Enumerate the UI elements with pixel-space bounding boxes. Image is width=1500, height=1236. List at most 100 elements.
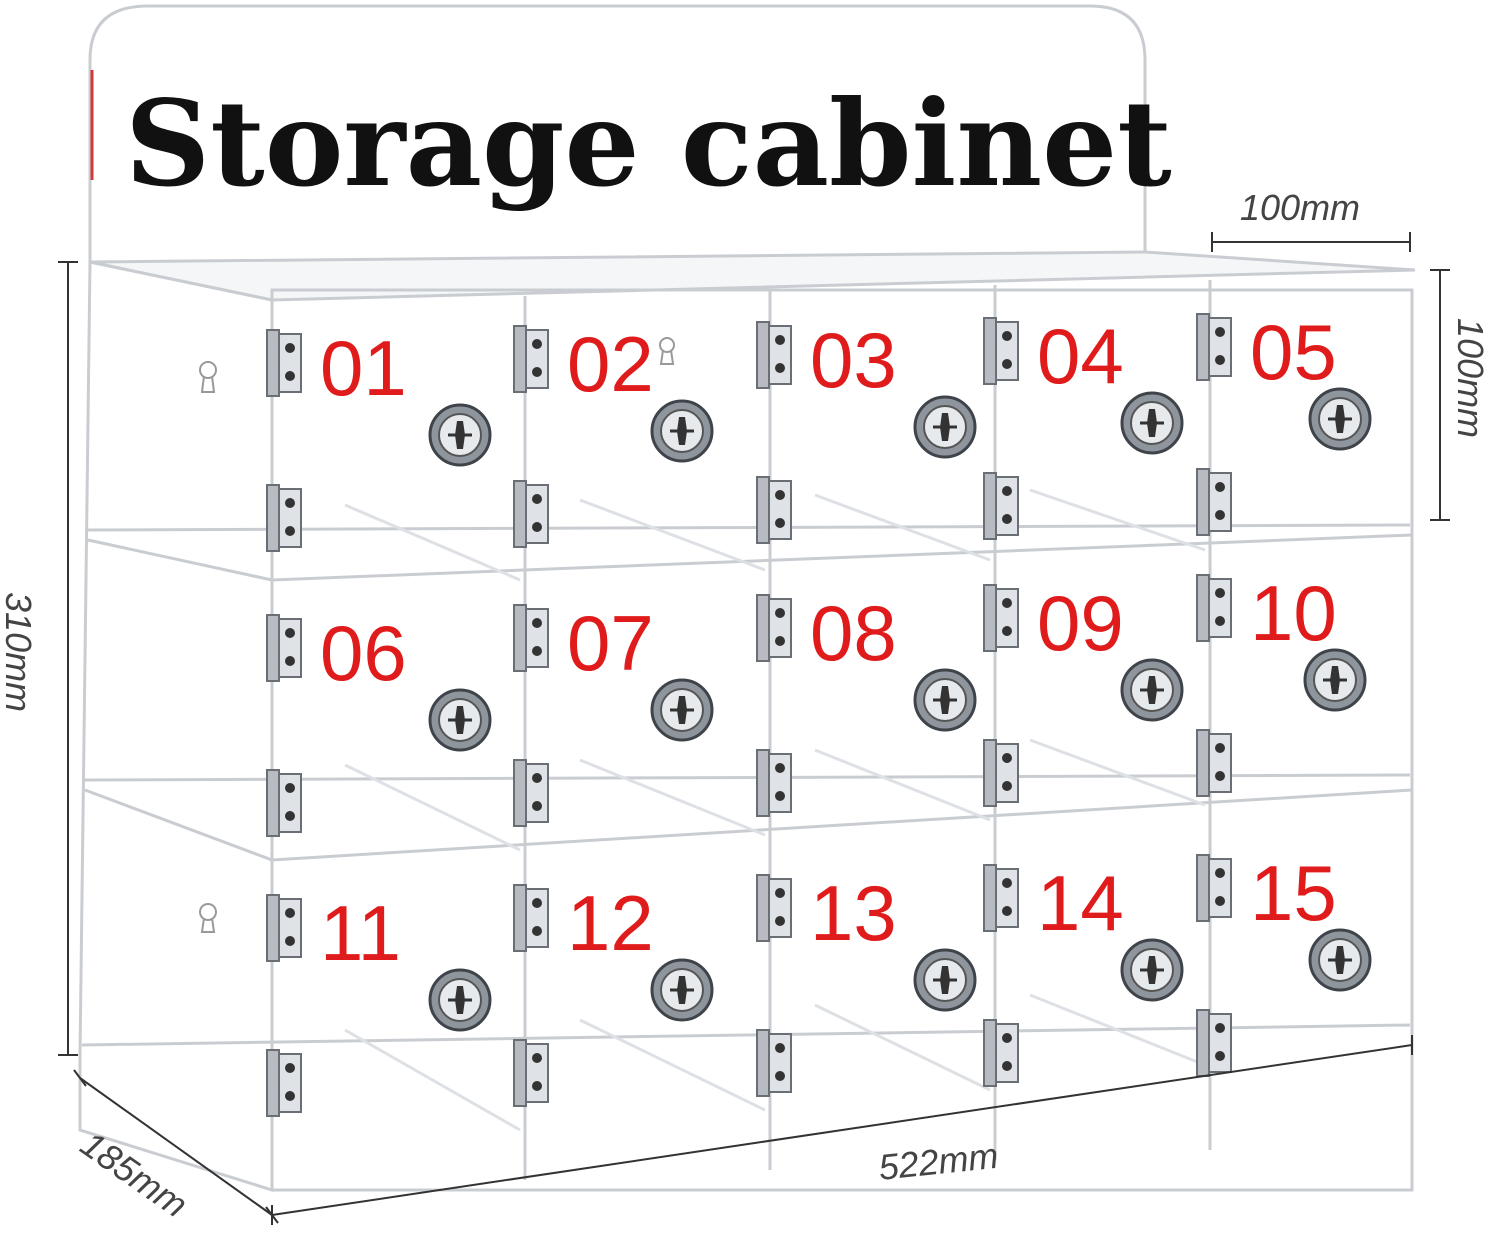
dimension-total-width-label: 522mm: [877, 1135, 1001, 1188]
compartment-door[interactable]: 06: [266, 609, 492, 837]
hinge-icon: [983, 472, 1019, 540]
cam-lock-icon: [1308, 387, 1372, 451]
compartment-number: 07: [567, 599, 654, 687]
hinge-icon: [1196, 313, 1232, 381]
shelf-back-2: [271, 788, 1413, 862]
compartment-door[interactable]: 07: [513, 599, 714, 827]
hinge-icon: [983, 317, 1019, 385]
cam-lock-icon: [1303, 648, 1367, 712]
cam-lock-icon: [1120, 658, 1184, 722]
cabinet-front-frame: [270, 288, 1414, 1192]
compartment-door[interactable]: 13: [756, 869, 977, 1097]
compartment-door[interactable]: 11: [266, 889, 492, 1117]
dimension-top-width: [1211, 232, 1411, 252]
compartment-door[interactable]: 03: [756, 316, 977, 544]
hinge-icon: [266, 484, 302, 552]
hinge-icon: [266, 1049, 302, 1117]
compartment-door[interactable]: 01: [266, 324, 492, 552]
wall-mount-keyhole-icon: [659, 337, 675, 365]
hinge-icon: [756, 321, 792, 389]
cam-lock-icon: [428, 403, 492, 467]
cam-lock-icon: [650, 958, 714, 1022]
back-panel: [88, 4, 1147, 262]
dimension-compartment-height-label: 100mm: [1450, 318, 1491, 438]
cam-lock-icon: [428, 968, 492, 1032]
compartment-number: 13: [810, 869, 897, 957]
cabinet-top: [89, 250, 1416, 302]
hinge-icon: [513, 325, 549, 393]
compartment-number: 10: [1250, 569, 1337, 657]
dimension-total-width: [271, 1035, 1413, 1225]
hinge-icon: [513, 884, 549, 952]
cam-lock-icon: [650, 399, 714, 463]
compartment-number: 12: [567, 879, 654, 967]
hinge-icon: [1196, 574, 1232, 642]
hinge-icon: [756, 1029, 792, 1097]
hinge-icon: [756, 594, 792, 662]
compartment-door[interactable]: 12: [513, 879, 714, 1107]
compartment-number: 15: [1250, 849, 1337, 937]
compartment-number: 06: [320, 609, 407, 697]
dimension-top-width-label: 100mm: [1240, 187, 1360, 228]
hinge-icon: [513, 1039, 549, 1107]
hinge-icon: [266, 769, 302, 837]
dimension-total-height-label: 310mm: [0, 592, 39, 712]
hinge-icon: [756, 874, 792, 942]
dimension-compartment-height: [1430, 269, 1450, 521]
shelf-1-front: [87, 538, 273, 582]
hinge-icon: [266, 614, 302, 682]
compartment-door[interactable]: 10: [1196, 569, 1367, 797]
hinge-icon: [983, 584, 1019, 652]
dimension-depth-label: 185mm: [73, 1123, 195, 1225]
compartment-door[interactable]: 05: [1196, 308, 1372, 536]
cam-lock-icon: [428, 688, 492, 752]
shelf-3: [81, 1023, 1411, 1047]
hinge-icon: [1196, 729, 1232, 797]
hinge-icon: [756, 476, 792, 544]
compartment-number: 05: [1250, 308, 1337, 396]
hinge-icon: [983, 739, 1019, 807]
cam-lock-icon: [650, 678, 714, 742]
compartment-door[interactable]: 15: [1196, 849, 1372, 1077]
hinge-icon: [513, 480, 549, 548]
hinge-icon: [266, 329, 302, 397]
compartment-number: 08: [810, 589, 897, 677]
cabinet-left-side: [78, 260, 274, 1193]
shelf-2-front: [84, 788, 273, 862]
cam-lock-icon: [913, 395, 977, 459]
compartment-number: 11: [320, 889, 401, 977]
cam-lock-icon: [913, 668, 977, 732]
hinge-icon: [1196, 468, 1232, 536]
compartment-number: 03: [810, 316, 897, 404]
hinge-icon: [513, 759, 549, 827]
compartment-number: 02: [567, 320, 654, 408]
hinge-icon: [1196, 854, 1232, 922]
shelf-1: [87, 523, 1411, 532]
compartment-door[interactable]: 14: [983, 859, 1184, 1087]
compartment-number: 01: [320, 324, 407, 412]
shelf-2: [84, 773, 1411, 782]
wall-mount-keyhole-icon: [199, 903, 217, 933]
cam-lock-icon: [913, 948, 977, 1012]
compartment-door[interactable]: 09: [983, 579, 1184, 807]
compartments: 01 02 03 04 05 06 07 08 09 10 11 12 13 14 15: [266, 308, 1372, 1117]
compartment-door[interactable]: 04: [983, 312, 1184, 540]
hinge-icon: [513, 604, 549, 672]
compartment-number: 14: [1037, 859, 1124, 947]
dimension-total-height: [58, 261, 78, 1056]
compartment-door[interactable]: 02: [513, 320, 714, 548]
title: Storage cabinet: [125, 74, 1172, 213]
cam-lock-icon: [1120, 391, 1184, 455]
hinge-icon: [983, 1019, 1019, 1087]
compartment-number: 04: [1037, 312, 1124, 400]
hinge-icon: [266, 894, 302, 962]
cam-lock-icon: [1120, 938, 1184, 1002]
shelf-back-1: [271, 533, 1413, 582]
hinge-icon: [756, 749, 792, 817]
cabinet-body: [78, 250, 1416, 1193]
compartment-door[interactable]: 08: [756, 589, 977, 817]
hinge-icon: [983, 864, 1019, 932]
hinge-icon: [1196, 1009, 1232, 1077]
compartment-number: 09: [1037, 579, 1124, 667]
